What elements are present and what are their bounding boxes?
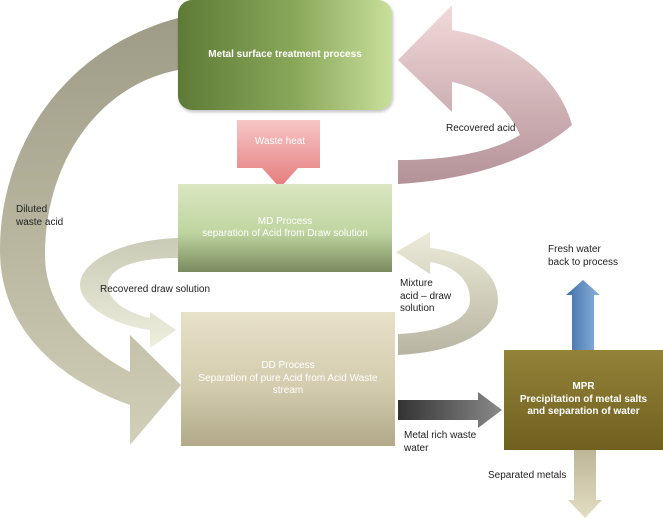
metal-surface-treatment-box: Metal surface treatment process: [178, 0, 392, 110]
diluted-waste-acid-label: Diluted waste acid: [16, 204, 64, 228]
metal-rich-waste-water-label: Metal rich waste water: [404, 430, 477, 454]
fresh-water-arrow: [566, 280, 600, 350]
recovered-acid-label: Recovered acid: [446, 123, 516, 134]
waste-heat-arrow: [237, 120, 320, 188]
waste-heat-label: Waste heat: [254, 136, 306, 147]
diluted-waste-acid-arrow: [0, 18, 181, 445]
recovered-draw-solution-arrow: [80, 238, 178, 348]
dd-process-box: DD Process Separation of pure Acid from …: [181, 312, 395, 446]
mixture-acid-draw-label: Mixture acid – draw solution: [400, 278, 452, 314]
recovered-draw-solution-label: Recovered draw solution: [100, 284, 211, 295]
mixture-acid-draw-arrow: [396, 232, 498, 355]
recovered-acid-arrow: [398, 5, 572, 184]
md-process-box: MD Process separation of Acid from Draw …: [178, 184, 392, 272]
fresh-water-label: Fresh water back to process: [548, 244, 619, 268]
separated-metals-arrow: [568, 450, 602, 518]
metal-rich-waste-water-arrow: [398, 392, 502, 428]
separated-metals-label: Separated metals: [488, 470, 567, 481]
mpr-box: MPR Precipitation of metal salts and sep…: [504, 350, 663, 450]
